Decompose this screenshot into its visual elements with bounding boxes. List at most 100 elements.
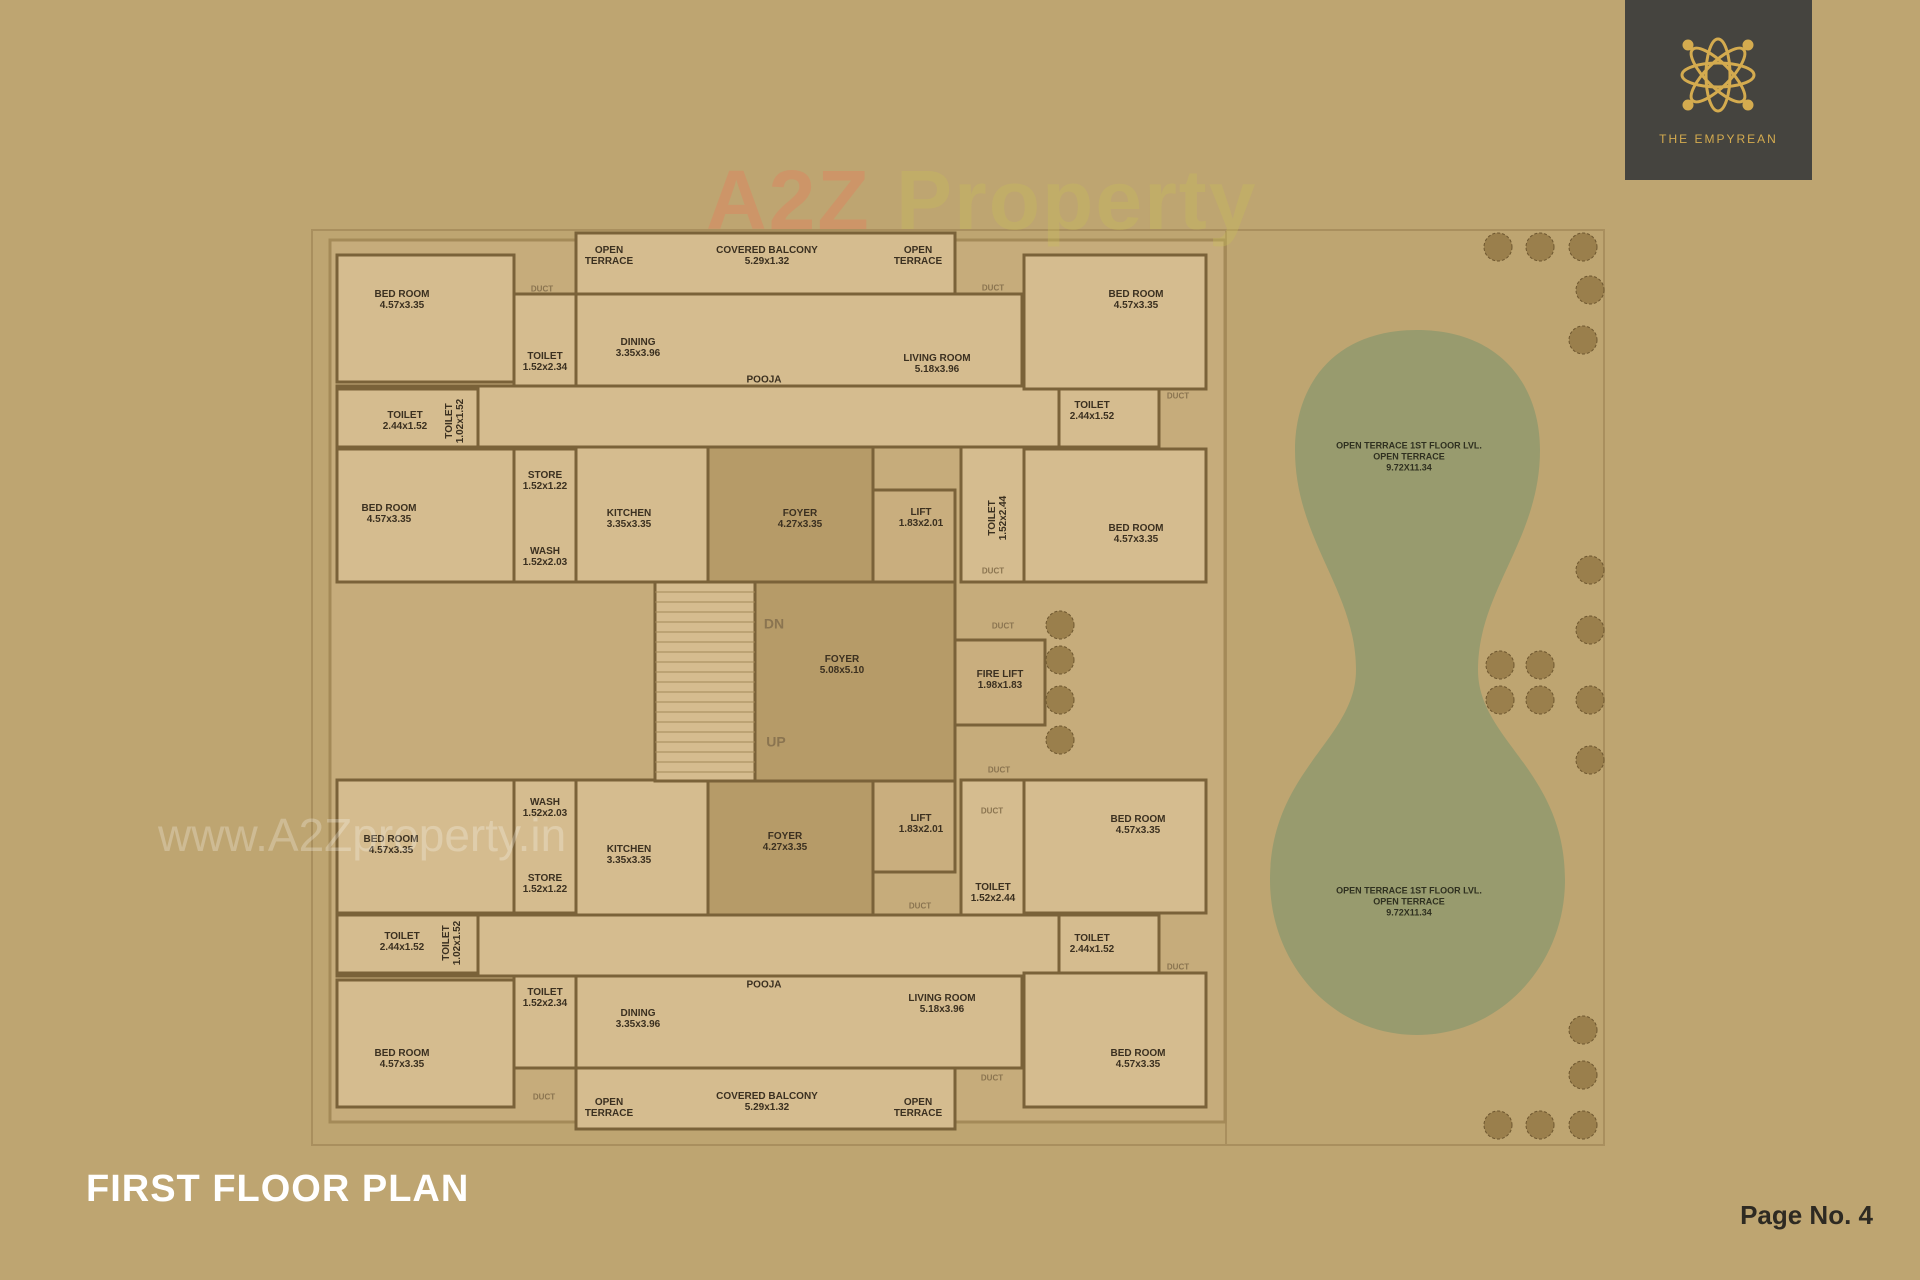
tree-icon [1525, 685, 1555, 715]
room-size: TERRACE [893, 1108, 943, 1119]
terrace-text: OPEN TERRACE [1373, 896, 1445, 907]
room-size: 5.18x3.96 [919, 1004, 965, 1015]
room-block [1022, 778, 1208, 915]
tree-icon [1485, 685, 1515, 715]
duct-label: DUCT [980, 1073, 1004, 1083]
tree-icon [1575, 745, 1605, 775]
room-size: 1.83x2.01 [898, 518, 944, 529]
room-name: TOILET [387, 410, 423, 421]
room-size: TERRACE [584, 256, 634, 267]
room-name: TOILET [975, 882, 1011, 893]
tree-icon [1485, 650, 1515, 680]
plan-site-outline [311, 229, 1605, 1146]
room-block [871, 778, 957, 874]
duct-label: DUCT [908, 901, 932, 911]
tree-icon [1045, 725, 1075, 755]
duct-label: DUCT [532, 1092, 556, 1102]
room-name: BED ROOM [1110, 814, 1166, 825]
room-name: COVERED BALCONY [716, 1091, 818, 1102]
room-name: DINING [620, 337, 656, 348]
room-name: BED ROOM [1110, 1048, 1166, 1059]
room-block [574, 231, 957, 296]
room-name: BED ROOM [1108, 289, 1164, 300]
room-size: 4.57x3.35 [368, 845, 414, 856]
room-size: 4.57x3.35 [1113, 534, 1159, 545]
room-size: 1.52x1.22 [522, 884, 568, 895]
room-size: 1.52x1.22 [522, 481, 568, 492]
room-size: 1.98x1.83 [977, 680, 1023, 691]
room-size: 3.35x3.35 [606, 519, 652, 530]
duct-label: DUCT [1166, 391, 1190, 401]
room-name: OPEN [903, 1097, 933, 1108]
tree-icon [1525, 650, 1555, 680]
room-name: POOJA [746, 374, 782, 386]
tree-icon [1045, 685, 1075, 715]
room-block [1057, 387, 1161, 449]
room-size: 1.02x1.52 [455, 398, 466, 444]
room-size: 3.35x3.96 [615, 1019, 661, 1030]
room-block [1022, 447, 1208, 584]
room-size: 1.52x2.44 [998, 495, 1009, 541]
duct-label: DUCT [987, 765, 1011, 775]
tree-icon [1568, 1060, 1598, 1090]
watermark-brand: A2Z Property [706, 152, 1257, 249]
room-block [335, 447, 516, 584]
page-title: FIRST FLOOR PLAN [86, 1168, 470, 1210]
room-name: BED ROOM [374, 289, 430, 300]
lotus-flower-icon [1680, 37, 1756, 113]
room-label: POOJA [746, 980, 781, 991]
room-name: FIRE LIFT [976, 669, 1024, 680]
room-size: 1.52x2.34 [522, 998, 568, 1009]
room-name: OPEN [594, 245, 624, 256]
tree-icon [1483, 1110, 1513, 1140]
room-name: STORE [527, 470, 563, 481]
foyer-block [706, 445, 875, 584]
room-size: 4.57x3.35 [1115, 1059, 1161, 1070]
terrace-text: 9.72X11.34 [1386, 462, 1432, 473]
room-size: 4.57x3.35 [379, 1059, 425, 1070]
tree-icon [1575, 275, 1605, 305]
room-name: TOILET [1074, 400, 1110, 411]
brand-name: THE EMPYREAN [1659, 132, 1778, 146]
room-size: 1.83x2.01 [898, 824, 944, 835]
room-name: WASH [530, 546, 560, 557]
room-name: FOYER [782, 508, 818, 519]
terrace-text: OPEN TERRACE 1ST FLOOR LVL. [1336, 885, 1482, 896]
room-size: 1.52x2.44 [970, 893, 1016, 904]
room-name: TOILET [987, 500, 998, 536]
duct-label: DUCT [991, 621, 1015, 631]
watermark-brand-a: A2Z [706, 153, 897, 247]
room-size: 3.35x3.35 [606, 855, 652, 866]
terrace-text: 9.72X11.34 [1386, 907, 1432, 918]
landscape-trees [1045, 232, 1605, 1140]
tree-icon [1575, 685, 1605, 715]
room-name: TOILET [384, 931, 420, 942]
room-block [335, 387, 480, 449]
room-name: TOILET [444, 403, 455, 439]
room-name: TOILET [527, 987, 563, 998]
duct-label: DUCT [980, 806, 1004, 816]
duct-label: DUCT [1166, 962, 1190, 972]
room-block [1057, 913, 1161, 975]
